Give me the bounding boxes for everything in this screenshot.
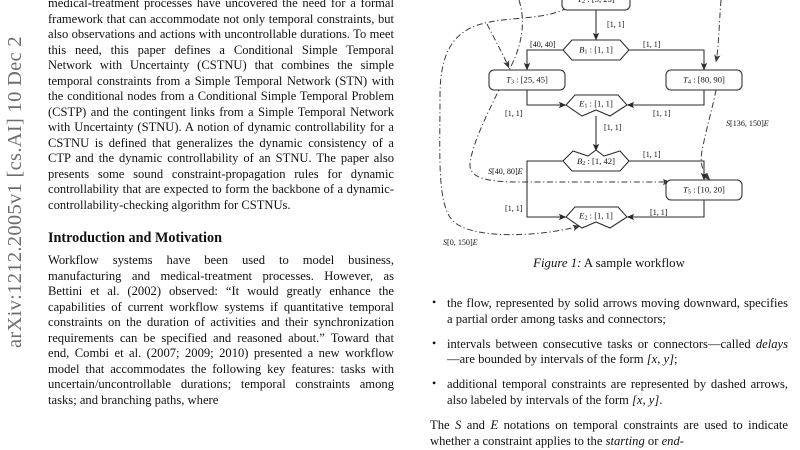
bullet-text: intervals between consecutive tasks or c…: [447, 336, 756, 351]
svg-text:B1 : [1, 1]: B1 : [1, 1]: [579, 44, 613, 55]
tail-seg: or: [644, 433, 662, 448]
feature-bullet-list: the flow, represented by solid arrows mo…: [430, 295, 788, 409]
list-item: intervals between consecutive tasks or c…: [430, 336, 788, 368]
right-text-block: the flow, represented by solid arrows mo…: [430, 295, 788, 449]
edge-t3-e1: [526, 90, 567, 109]
figure-1: T2 : [5, 25] B1 : [1, 1] T3 : [25, 45]: [430, 0, 788, 282]
constraint-label-s136-150e: S[136, 150]E: [726, 119, 769, 128]
svg-text:T4 : [80, 90]: T4 : [80, 90]: [683, 74, 725, 85]
left-text-column: medical-treatment processes have uncover…: [48, 0, 394, 408]
figure-number: Figure 1:: [533, 256, 582, 270]
interval-label: [1, 1]: [607, 20, 625, 29]
interval-label: [1, 1]: [650, 208, 668, 217]
constraint-arc-s40-80e: [469, 0, 671, 186]
figure-caption-text: A sample workflow: [581, 256, 685, 270]
svg-text:B2 : [1, 42]: B2 : [1, 42]: [577, 156, 615, 167]
svg-text:T5 : [10, 20]: T5 : [10, 20]: [683, 184, 725, 195]
bullet-text-cont: —are bounded by intervals of the form: [447, 352, 647, 367]
node-b1: B1 : [1, 1]: [562, 39, 630, 61]
tail-paragraph: The S and E notations on temporal constr…: [430, 418, 788, 449]
bullet-text: additional temporal constraints are repr…: [447, 377, 788, 407]
svg-text:T2 : [5, 25]: T2 : [5, 25]: [577, 0, 615, 5]
edge-b2-e2: [526, 160, 567, 221]
list-item: the flow, represented by solid arrows mo…: [430, 295, 788, 327]
node-t3: T3 : [25, 45]: [488, 69, 566, 91]
bullet-text-end: ;: [673, 352, 678, 367]
interval-label: [40, 40]: [530, 40, 556, 49]
math-interval: [x, y]: [632, 392, 660, 407]
constraint-arc-s0-150e: [439, 0, 581, 236]
interval-label: [1, 1]: [505, 204, 523, 213]
constraint-arc-s136-150e: [714, 0, 722, 63]
node-t4: T4 : [80, 90]: [665, 69, 743, 91]
math-interval: [x, y]: [646, 352, 674, 367]
emphasis-ending: end-: [661, 433, 684, 448]
emphasis-starting: starting: [605, 433, 645, 448]
interval-label: [1, 1]: [604, 123, 622, 132]
constraint-label-s0-150e: S[0, 150]E: [443, 238, 478, 247]
tail-seg: notations on temporal constraints are us…: [430, 418, 789, 448]
svg-text:T3 : [25, 45]: T3 : [25, 45]: [506, 74, 548, 85]
node-t2: T2 : [5, 25]: [561, 0, 631, 11]
bullet-text-end: .: [659, 392, 663, 407]
figure-caption: Figure 1: A sample workflow: [430, 256, 788, 271]
node-e1: E1 : [1, 1]: [565, 94, 628, 117]
section-heading: Introduction and Motivation: [48, 230, 222, 246]
abstract-paragraph: medical-treatment processes have uncover…: [48, 0, 394, 212]
edge-t4-e1: [626, 90, 705, 109]
math-s: S: [455, 418, 462, 433]
right-column: T2 : [5, 25] B1 : [1, 1] T3 : [25, 45]: [430, 0, 788, 450]
emphasis-delays: delays: [755, 336, 788, 351]
node-b2: B2 : [1, 42]: [562, 149, 630, 172]
interval-label: [1, 1]: [653, 109, 671, 118]
bullet-text: the flow, represented by solid arrows mo…: [447, 296, 788, 326]
node-t5: T5 : [10, 20]: [665, 179, 743, 201]
tail-seg: and: [461, 418, 491, 433]
math-e: E: [490, 418, 499, 433]
node-e2: E2 : [1, 1]: [565, 206, 628, 229]
arxiv-stamp: arXiv:1212.2005v1 [cs.AI] 10 Dec 2: [4, 36, 26, 348]
list-item: additional temporal constraints are repr…: [430, 376, 788, 408]
workflow-diagram: T2 : [5, 25] B1 : [1, 1] T3 : [25, 45]: [439, 0, 769, 247]
interval-label: [1, 1]: [505, 109, 523, 118]
constraint-arc-into-t3: [486, 23, 510, 69]
svg-text:E2 : [1, 1]: E2 : [1, 1]: [578, 210, 613, 221]
edge-b2-t5: [629, 160, 708, 181]
edge-t5-e2: [626, 200, 705, 221]
interval-label: [1, 1]: [643, 40, 661, 49]
edge-b1-t3: [523, 49, 563, 71]
svg-text:E1 : [1, 1]: E1 : [1, 1]: [578, 98, 613, 109]
tail-seg: The: [430, 418, 456, 433]
constraint-arc-s136-150e-lower: [700, 89, 717, 181]
edge-b1-t4: [629, 49, 708, 71]
interval-label: [1, 1]: [643, 150, 661, 159]
introduction-paragraph: Workflow systems have been used to model…: [48, 253, 394, 407]
constraint-label-s40-80e: S[40, 80]E: [488, 167, 523, 176]
